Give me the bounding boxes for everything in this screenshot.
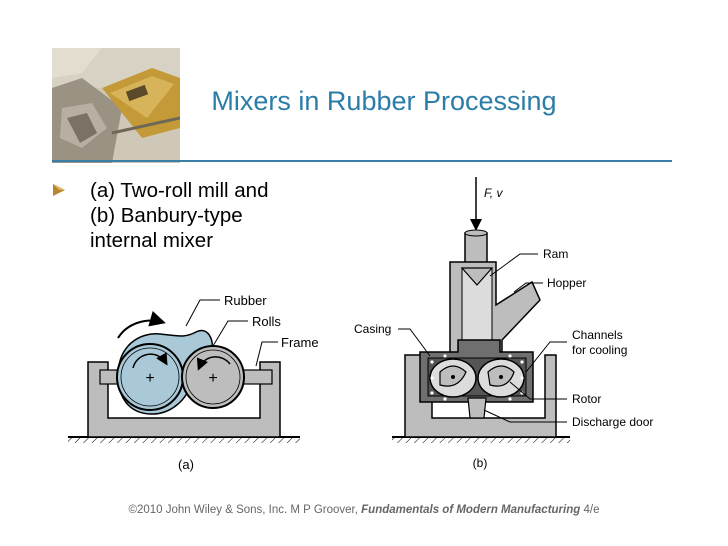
label-force: F, v [484,186,503,200]
label-channels-2: for cooling [572,343,627,357]
label-rotor: Rotor [572,392,601,406]
caption-a: (a) [178,457,194,472]
svg-text:+: + [145,370,154,387]
bullet-text: (a) Two-roll mill and (b) Banbury-type i… [90,178,268,253]
bullet-line-2: (b) Banbury-type [90,204,243,227]
caption-b: (b) [473,456,488,470]
label-hopper: Hopper [547,276,586,290]
title-divider [52,160,672,162]
mill-frame [87,361,281,438]
slide-title: Mixers in Rubber Processing [211,86,557,116]
label-discharge-door: Discharge door [572,415,653,429]
svg-text:+: + [208,370,217,387]
discharge-door [467,397,487,419]
label-rubber: Rubber [224,293,267,308]
bullet-line-1: (a) Two-roll mill and [90,179,269,202]
label-casing: Casing [354,322,391,336]
label-frame: Frame [281,335,319,350]
bullet-line-3: internal mixer [90,229,214,252]
footer-citation: ©2010 John Wiley & Sons, Inc. M P Groove… [128,504,600,516]
label-ram: Ram [543,247,568,261]
banbury-mixer-diagram: F, v Ram [354,177,653,470]
bullet-marker-icon [53,184,65,196]
corner-photo-image [52,48,180,163]
label-rolls: Rolls [252,314,281,329]
label-channels-1: Channels [572,328,623,342]
two-roll-mill-diagram: + + Rubber Rolls Frame (a) [68,293,319,472]
